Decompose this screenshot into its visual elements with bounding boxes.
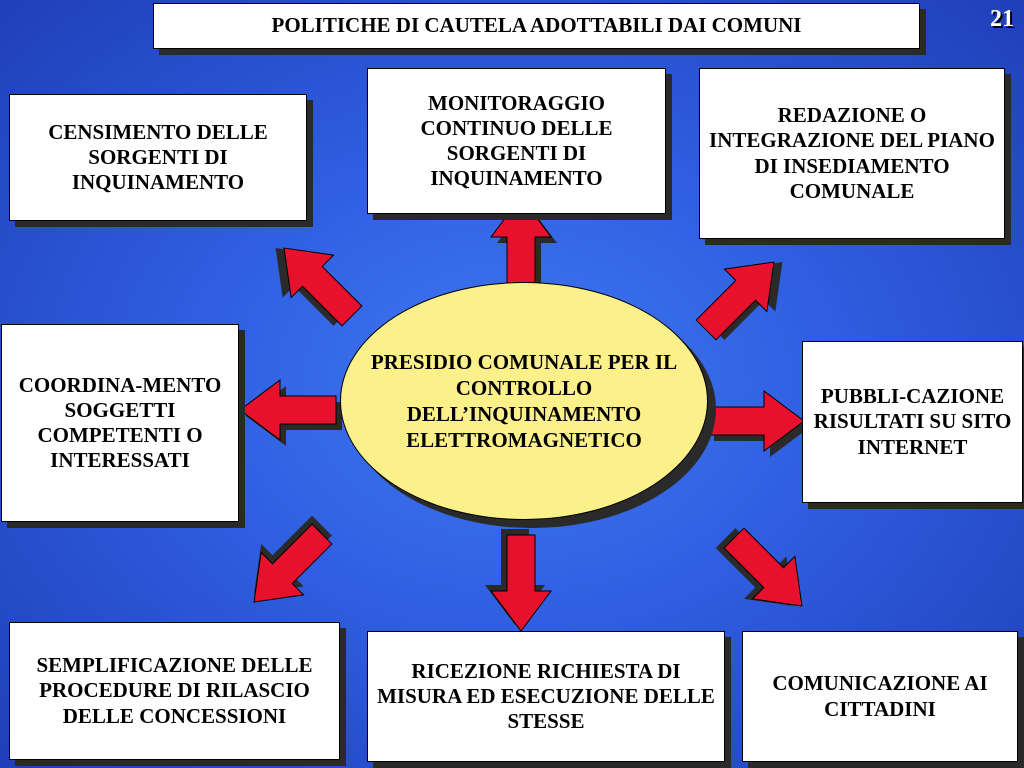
- box-semplificazione: SEMPLIFICAZIONE DELLE PROCEDURE DI RILAS…: [9, 622, 340, 760]
- box-ricezione: RICEZIONE RICHIESTA DI MISURA ED ESECUZI…: [367, 631, 725, 762]
- box-censimento: CENSIMENTO DELLE SORGENTI DI INQUINAMENT…: [9, 94, 307, 221]
- box-coordinamento: COORDINA-MENTO SOGGETTI COMPETENTI O INT…: [1, 324, 239, 522]
- arrow-down-right: [704, 516, 824, 628]
- page-number: 21: [990, 6, 1014, 32]
- box-pubblicazione: PUBBLI-CAZIONE RISULTATI SU SITO INTERNE…: [802, 341, 1023, 503]
- arrow-down: [485, 529, 552, 632]
- central-node-label: PRESIDIO COMUNALE PER IL CONTROLLO DELL’…: [340, 282, 708, 520]
- arrow-left: [239, 379, 342, 446]
- arrow-down-left: [232, 504, 344, 624]
- box-comunicazione: COMUNICAZIONE AI CITTADINI: [742, 631, 1018, 762]
- slide-title: POLITICHE DI CAUTELA ADOTTABILI DAI COMU…: [153, 3, 920, 49]
- box-monitoraggio: MONITORAGGIO CONTINUO DELLE SORGENTI DI …: [367, 68, 666, 214]
- arrow-right: [707, 390, 810, 457]
- box-redazione: REDAZIONE O INTEGRAZIONE DEL PIANO DI IN…: [699, 68, 1005, 239]
- central-node: PRESIDIO COMUNALE PER IL CONTROLLO DELL’…: [340, 282, 718, 530]
